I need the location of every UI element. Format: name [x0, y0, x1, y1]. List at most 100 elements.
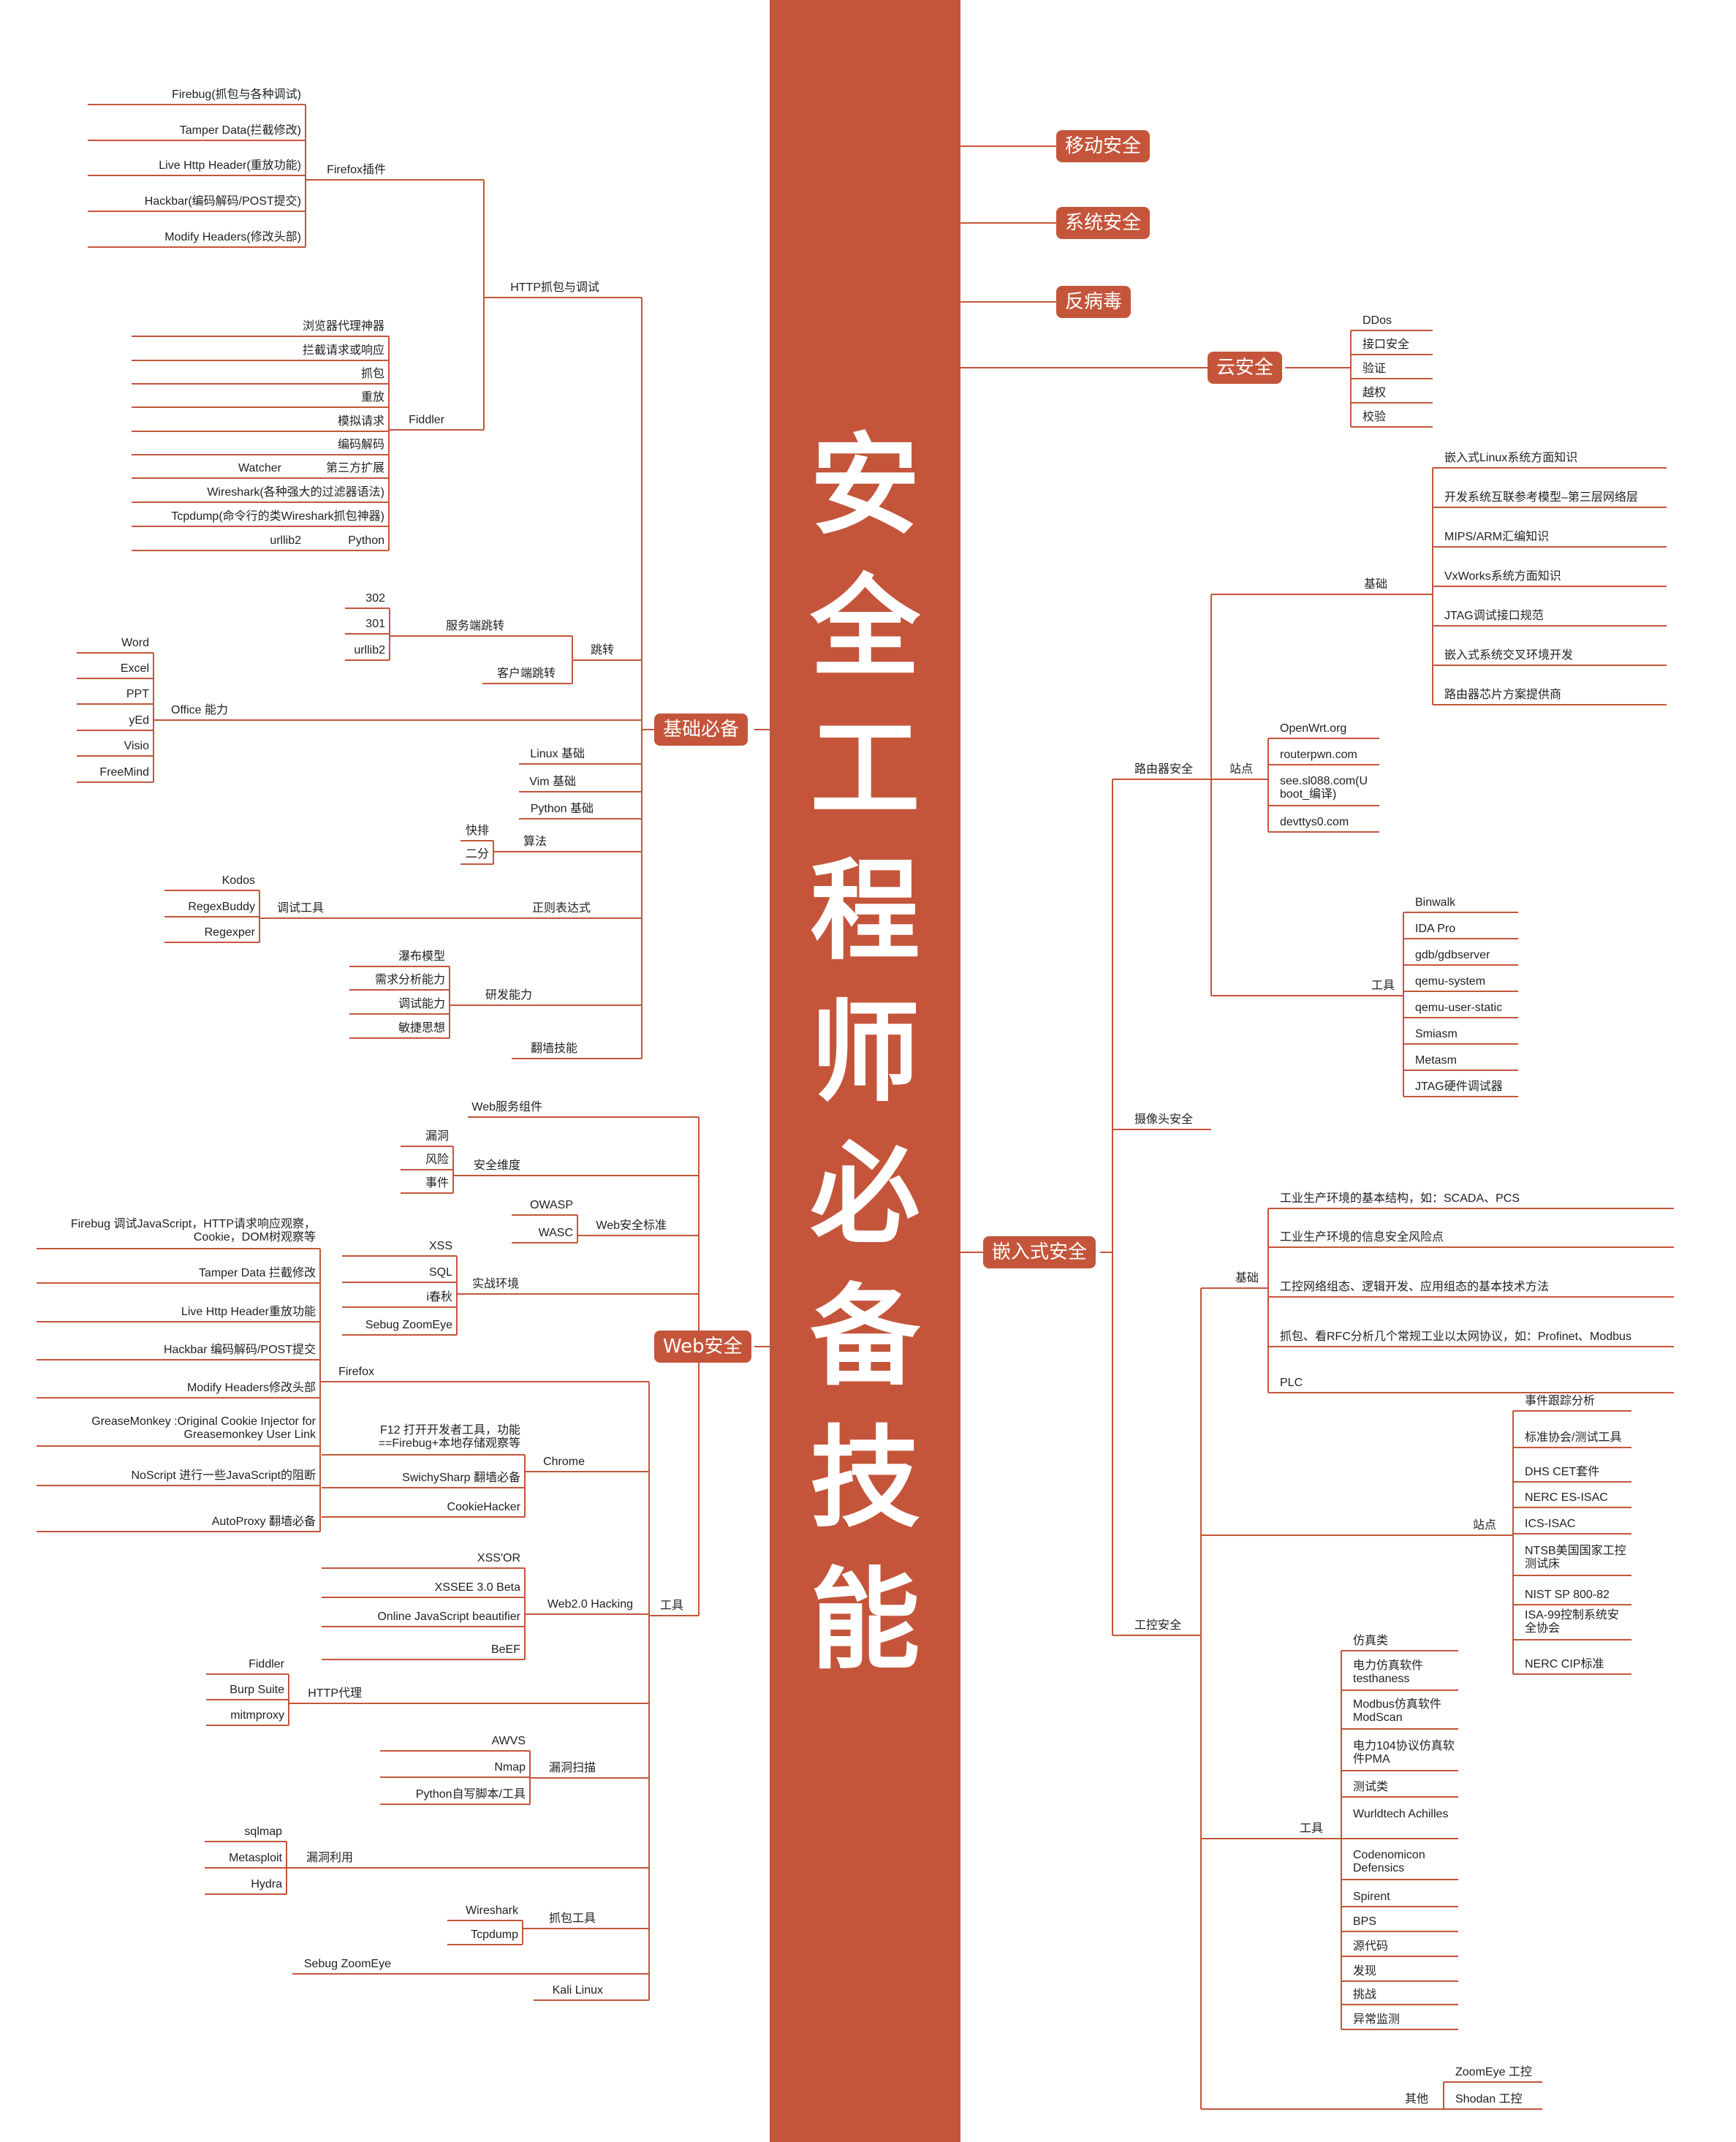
router-tool-item: Smiasm — [1415, 1028, 1458, 1040]
branch-web-security: Web安全 — [654, 1331, 751, 1363]
web-std-item: OWASP — [530, 1199, 573, 1211]
web-chrome-item: SwichySharp 翻墙必备 — [402, 1472, 520, 1484]
title-char: 必 — [810, 1132, 920, 1259]
fiddler-label: Fiddler — [409, 414, 444, 426]
cloud-item: 接口安全 — [1362, 338, 1410, 351]
ics-basics-item: 抓包、看RFC分析几个常规工业以太网协议，如：Profinet、Modbus — [1280, 1331, 1631, 1343]
branch-mobile-security: 移动安全 — [1056, 130, 1151, 162]
practice-env-item: XSS — [428, 1240, 452, 1252]
camera-security-label: 摄像头安全 — [1134, 1113, 1194, 1126]
ics-basics-item: 工业生产环境的信息安全风险点 — [1280, 1231, 1444, 1244]
ics-tool-item: 仿真类 — [1353, 1635, 1389, 1647]
web-firefox-item: Hackbar 编码解码/POST提交 — [163, 1344, 316, 1356]
ics-site-item: NERC CIP标准 — [1525, 1658, 1604, 1670]
router-basics-item: VxWorks系统方面知识 — [1444, 570, 1561, 583]
ics-basics-item: 工控网络组态、逻辑开发、应用组态的基本技术方法 — [1280, 1281, 1550, 1293]
fiddler-item: Python — [348, 534, 384, 547]
cloud-item: DDos — [1362, 314, 1392, 327]
proxy-item: mitmproxy — [230, 1709, 284, 1722]
web2-hacking-label: Web2.0 Hacking — [547, 1598, 633, 1611]
office-item: PPT — [126, 688, 149, 700]
ics-tool-item: BPS — [1353, 1915, 1377, 1928]
router-site-item: see.sl088.com(U boot_编译) — [1280, 775, 1368, 801]
ics-site-item: 事件跟踪分析 — [1525, 1395, 1596, 1407]
watcher-label: Watcher — [238, 462, 281, 474]
ics-basics-item: PLC — [1280, 1377, 1303, 1389]
fiddler-item: 第三方扩展 — [325, 462, 384, 474]
vuln-exploit-label: 漏洞利用 — [306, 1852, 353, 1864]
ics-site-item: ISA-99控制系统安全协会 — [1525, 1609, 1619, 1635]
sebug-zoomeye-label: Sebug ZoomEye — [303, 1958, 391, 1970]
web-firefox-item: GreaseMonkey :Original Cookie Injector f… — [91, 1415, 316, 1441]
web-tools-label: 工具 — [659, 1600, 683, 1612]
rd-item: 调试能力 — [398, 998, 445, 1010]
proxy-item: Burp Suite — [230, 1684, 284, 1696]
router-basics-item: 嵌入式Linux系统方面知识 — [1444, 452, 1578, 464]
fiddler-item: Wireshark(各种强大的过滤器语法) — [207, 486, 384, 499]
web-firefox-item: AutoProxy 翻墙必备 — [211, 1515, 316, 1528]
ics-tool-item: Spirent — [1353, 1891, 1390, 1903]
exploit-item: sqlmap — [244, 1825, 282, 1838]
router-tool-item: gdb/gdbserver — [1415, 949, 1490, 961]
branch-system-security: 系统安全 — [1056, 207, 1151, 239]
title-char: 师 — [810, 990, 920, 1117]
ics-site-item: NTSB美国国家工控测试床 — [1525, 1545, 1626, 1570]
ics-tools-label: 工具 — [1300, 1823, 1324, 1835]
http-debug-label: HTTP抓包与调试 — [510, 281, 599, 294]
ics-tool-item: 测试类 — [1353, 1781, 1389, 1793]
security-dim-item: 事件 — [425, 1177, 449, 1189]
ics-tool-item: 源代码 — [1353, 1940, 1389, 1953]
router-site-item: routerpwn.com — [1280, 749, 1357, 761]
web-std-item: WASC — [538, 1227, 573, 1239]
security-dim-item: 风险 — [425, 1154, 449, 1166]
ics-other-label: 其他 — [1405, 2093, 1429, 2105]
web2-item: BeEF — [490, 1643, 520, 1656]
fiddler-item: 抓包 — [360, 368, 384, 380]
ics-site-item: NERC ES-ISAC — [1525, 1491, 1608, 1504]
ics-other-item: ZoomEye 工控 — [1455, 2066, 1532, 2078]
fiddler-item: 浏览器代理神器 — [302, 320, 384, 333]
capture-item: Wireshark — [465, 1904, 518, 1917]
ics-tool-item: Modbus仿真软件 ModScan — [1353, 1698, 1441, 1724]
firefox-plugin-label: Firefox插件 — [327, 164, 386, 176]
server-jump-label: 服务端跳转 — [445, 620, 504, 632]
router-site-item: OpenWrt.org — [1280, 722, 1347, 735]
branch-embedded-security: 嵌入式安全 — [983, 1236, 1096, 1268]
router-basics-item: 路由器芯片方案提供商 — [1444, 689, 1562, 701]
cloud-item: 越权 — [1362, 387, 1387, 399]
algorithm-item: 二分 — [465, 848, 489, 860]
ics-tool-item: 电力104协议仿真软件PMA — [1353, 1740, 1455, 1766]
server-jump-item: urllib2 — [354, 644, 385, 656]
firefox-plugin-item: Tamper Data(拦截修改) — [179, 124, 301, 137]
title-char: 备 — [810, 1274, 920, 1401]
router-basics-item: 嵌入式系统交叉环境开发 — [1444, 649, 1574, 662]
web-firefox-item: Live Http Header重放功能 — [181, 1306, 316, 1318]
ics-basics-item: 工业生产环境的基本结构，如：SCADA、PCS — [1280, 1192, 1520, 1205]
practice-env-item: SQL — [428, 1266, 452, 1279]
http-proxy-label: HTTP代理 — [308, 1687, 362, 1700]
practice-env-item: Sebug ZoomEye — [365, 1319, 452, 1331]
firefox-plugin-item: Firebug(抓包与各种调试) — [172, 88, 301, 101]
office-item: Excel — [120, 662, 149, 675]
branch-basics: 基础必备 — [654, 714, 748, 746]
web-firefox-item: Modify Headers修改头部 — [186, 1382, 316, 1394]
ics-other-item: Shodan 工控 — [1455, 2093, 1523, 2105]
python-basics-label: Python 基础 — [530, 803, 594, 815]
router-tools-label: 工具 — [1371, 980, 1395, 992]
practice-env-label: 实战环境 — [471, 1278, 519, 1290]
rd-ability-label: 研发能力 — [485, 989, 532, 1002]
web-chrome-item: CookieHacker — [447, 1501, 520, 1513]
ics-site-item: 标准协会/测试工具 — [1525, 1431, 1622, 1444]
router-basics-label: 基础 — [1364, 578, 1388, 591]
router-basics-item: MIPS/ARM汇编知识 — [1444, 531, 1550, 543]
scan-item: Nmap — [494, 1761, 526, 1774]
web2-item: XSSEE 3.0 Beta — [434, 1581, 520, 1594]
rd-item: 需求分析能力 — [374, 974, 445, 986]
ics-site-item: NIST SP 800-82 — [1525, 1589, 1610, 1601]
ics-tool-item: Codenomicon Defensics — [1353, 1849, 1425, 1874]
cloud-item: 验证 — [1362, 363, 1387, 375]
firefox-plugin-item: Hackbar(编码解码/POST提交) — [144, 195, 301, 208]
router-tool-item: Metasm — [1415, 1054, 1457, 1067]
